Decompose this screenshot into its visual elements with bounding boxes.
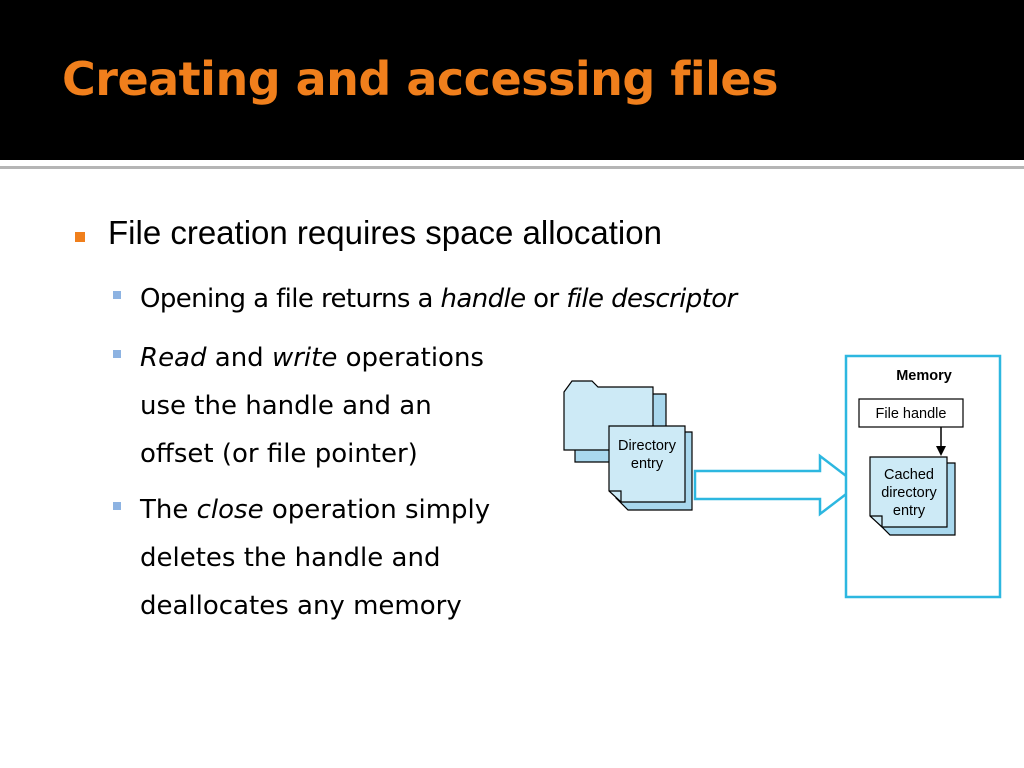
divider-white: [0, 160, 1024, 164]
sub3-close: close: [196, 495, 264, 525]
sub2-operations: operations: [337, 343, 484, 373]
bullet-marker-orange: [75, 232, 85, 242]
sub3-post: operation simply: [263, 495, 491, 525]
cached-label-line1: Cached: [884, 467, 934, 483]
directory-entry-document-icon: Directory entry: [608, 425, 693, 511]
bullet-marker-blue: [113, 291, 121, 299]
sub3-line3: deallocates any memory: [140, 591, 462, 621]
memory-label: Memory: [896, 368, 952, 384]
sub3-line2: deletes the handle and: [140, 543, 441, 573]
cached-label-line2: directory: [881, 485, 937, 501]
doc-label-line1: Directory: [618, 438, 677, 454]
sub1-handle: handle: [440, 284, 526, 314]
sub3-pre: The: [140, 495, 197, 525]
sub2-line3: offset (or file pointer): [140, 439, 418, 469]
sub-bullet-opening: Opening a file returns a handle or file …: [140, 275, 737, 323]
title-bar: [0, 0, 1024, 160]
sub1-pre: Opening a file returns a: [140, 284, 441, 314]
sub-bullet-close: The close operation simply deletes the h…: [140, 486, 490, 630]
cached-directory-entry-icon: Cached directory entry: [869, 456, 956, 536]
sub2-and: and: [206, 343, 272, 373]
sub-bullet-read-write: Read and write operations use the handle…: [140, 334, 484, 478]
file-handle-diagram: Directory entry Memory File handle Cache…: [558, 350, 1008, 605]
bullet-marker-blue: [113, 350, 121, 358]
sub1-mid: or: [525, 284, 567, 314]
arrow-down-icon: [936, 427, 946, 456]
file-handle-box: [858, 398, 964, 428]
sub2-read: Read: [140, 343, 207, 373]
sub2-line2: use the handle and an: [140, 391, 432, 421]
slide-title: Creating and accessing files: [62, 52, 778, 106]
arrow-right-icon: [693, 453, 861, 517]
file-handle-label: File handle: [876, 406, 947, 422]
sub2-write: write: [271, 343, 338, 373]
doc-label-line2: entry: [631, 456, 664, 472]
sub1-file-descriptor: file descriptor: [566, 284, 737, 314]
cached-label-line3: entry: [893, 503, 926, 519]
bullet-file-creation: File creation requires space allocation: [108, 214, 662, 251]
divider-gray: [0, 166, 1024, 169]
bullet-marker-blue: [113, 502, 121, 510]
